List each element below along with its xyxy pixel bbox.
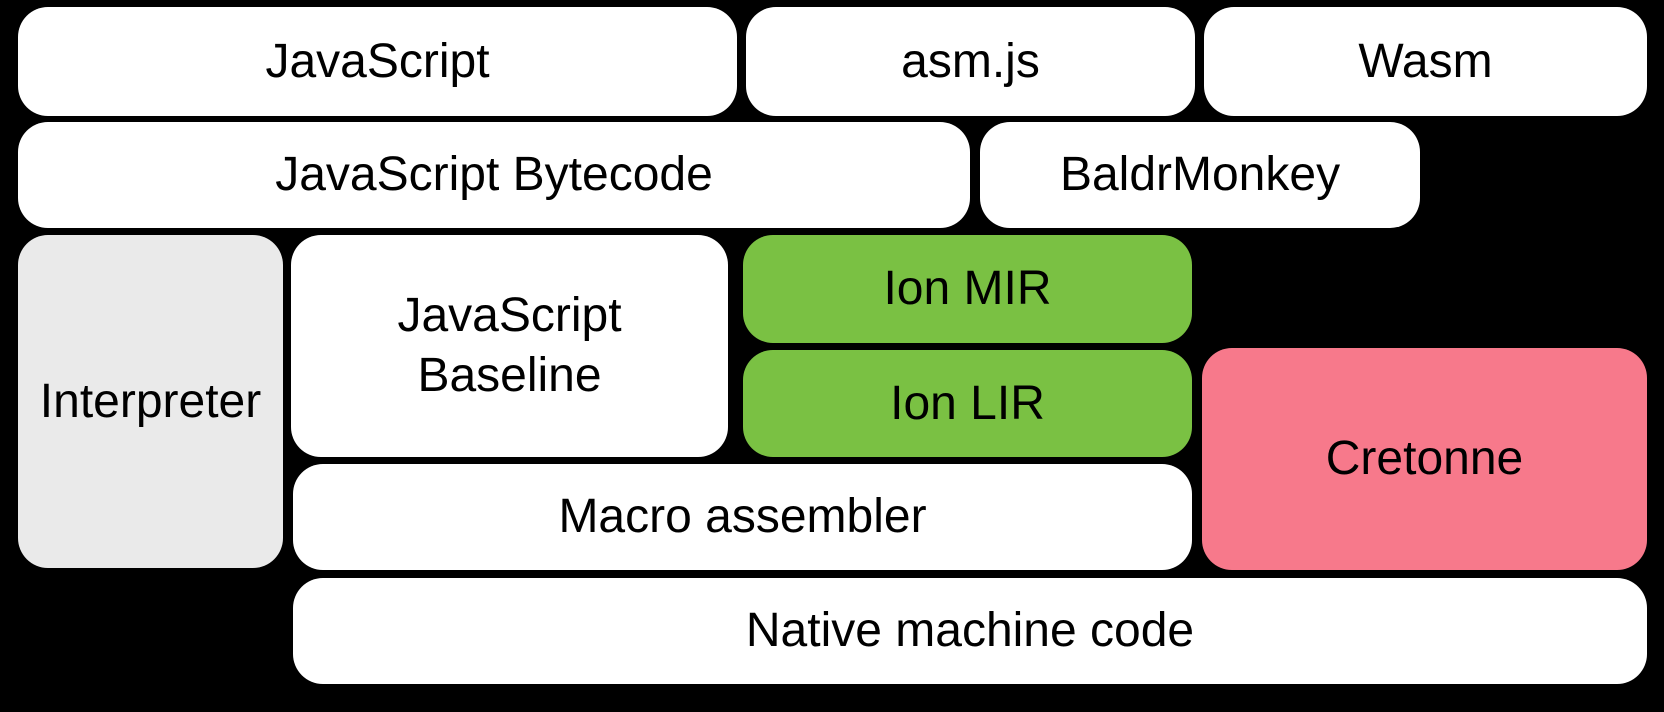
node-wasm: Wasm: [1204, 7, 1647, 116]
node-javascript-bytecode: JavaScript Bytecode: [18, 122, 970, 228]
node-ion-mir: Ion MIR: [743, 235, 1192, 343]
node-javascript-baseline-label: JavaScript Baseline: [397, 289, 622, 402]
node-cretonne: Cretonne: [1202, 348, 1647, 570]
node-native-machine-code-label: Native machine code: [745, 604, 1195, 657]
node-javascript: JavaScript: [18, 7, 737, 116]
node-ion-lir: Ion LIR: [743, 350, 1192, 457]
node-interpreter: Interpreter: [18, 235, 283, 568]
node-javascript-baseline: JavaScript Baseline: [291, 235, 728, 457]
node-cretonne-label: Cretonne: [1325, 432, 1524, 485]
node-javascript-bytecode-label: JavaScript Bytecode: [275, 148, 713, 201]
node-native-machine-code: Native machine code: [293, 578, 1647, 684]
node-ion-lir-label: Ion LIR: [890, 376, 1045, 430]
node-asmjs: asm.js: [746, 7, 1195, 116]
node-baldrmonkey-label: BaldrMonkey: [1059, 148, 1341, 201]
node-interpreter-label: Interpreter: [39, 374, 262, 428]
node-ion-mir-label: Ion MIR: [883, 262, 1052, 315]
node-baldrmonkey: BaldrMonkey: [980, 122, 1420, 228]
node-wasm-label: Wasm: [1358, 34, 1493, 88]
node-macro-assembler: Macro assembler: [293, 464, 1192, 570]
node-macro-assembler-label: Macro assembler: [558, 490, 927, 543]
node-javascript-label: JavaScript: [265, 34, 490, 88]
node-asmjs-label: asm.js: [901, 34, 1040, 88]
